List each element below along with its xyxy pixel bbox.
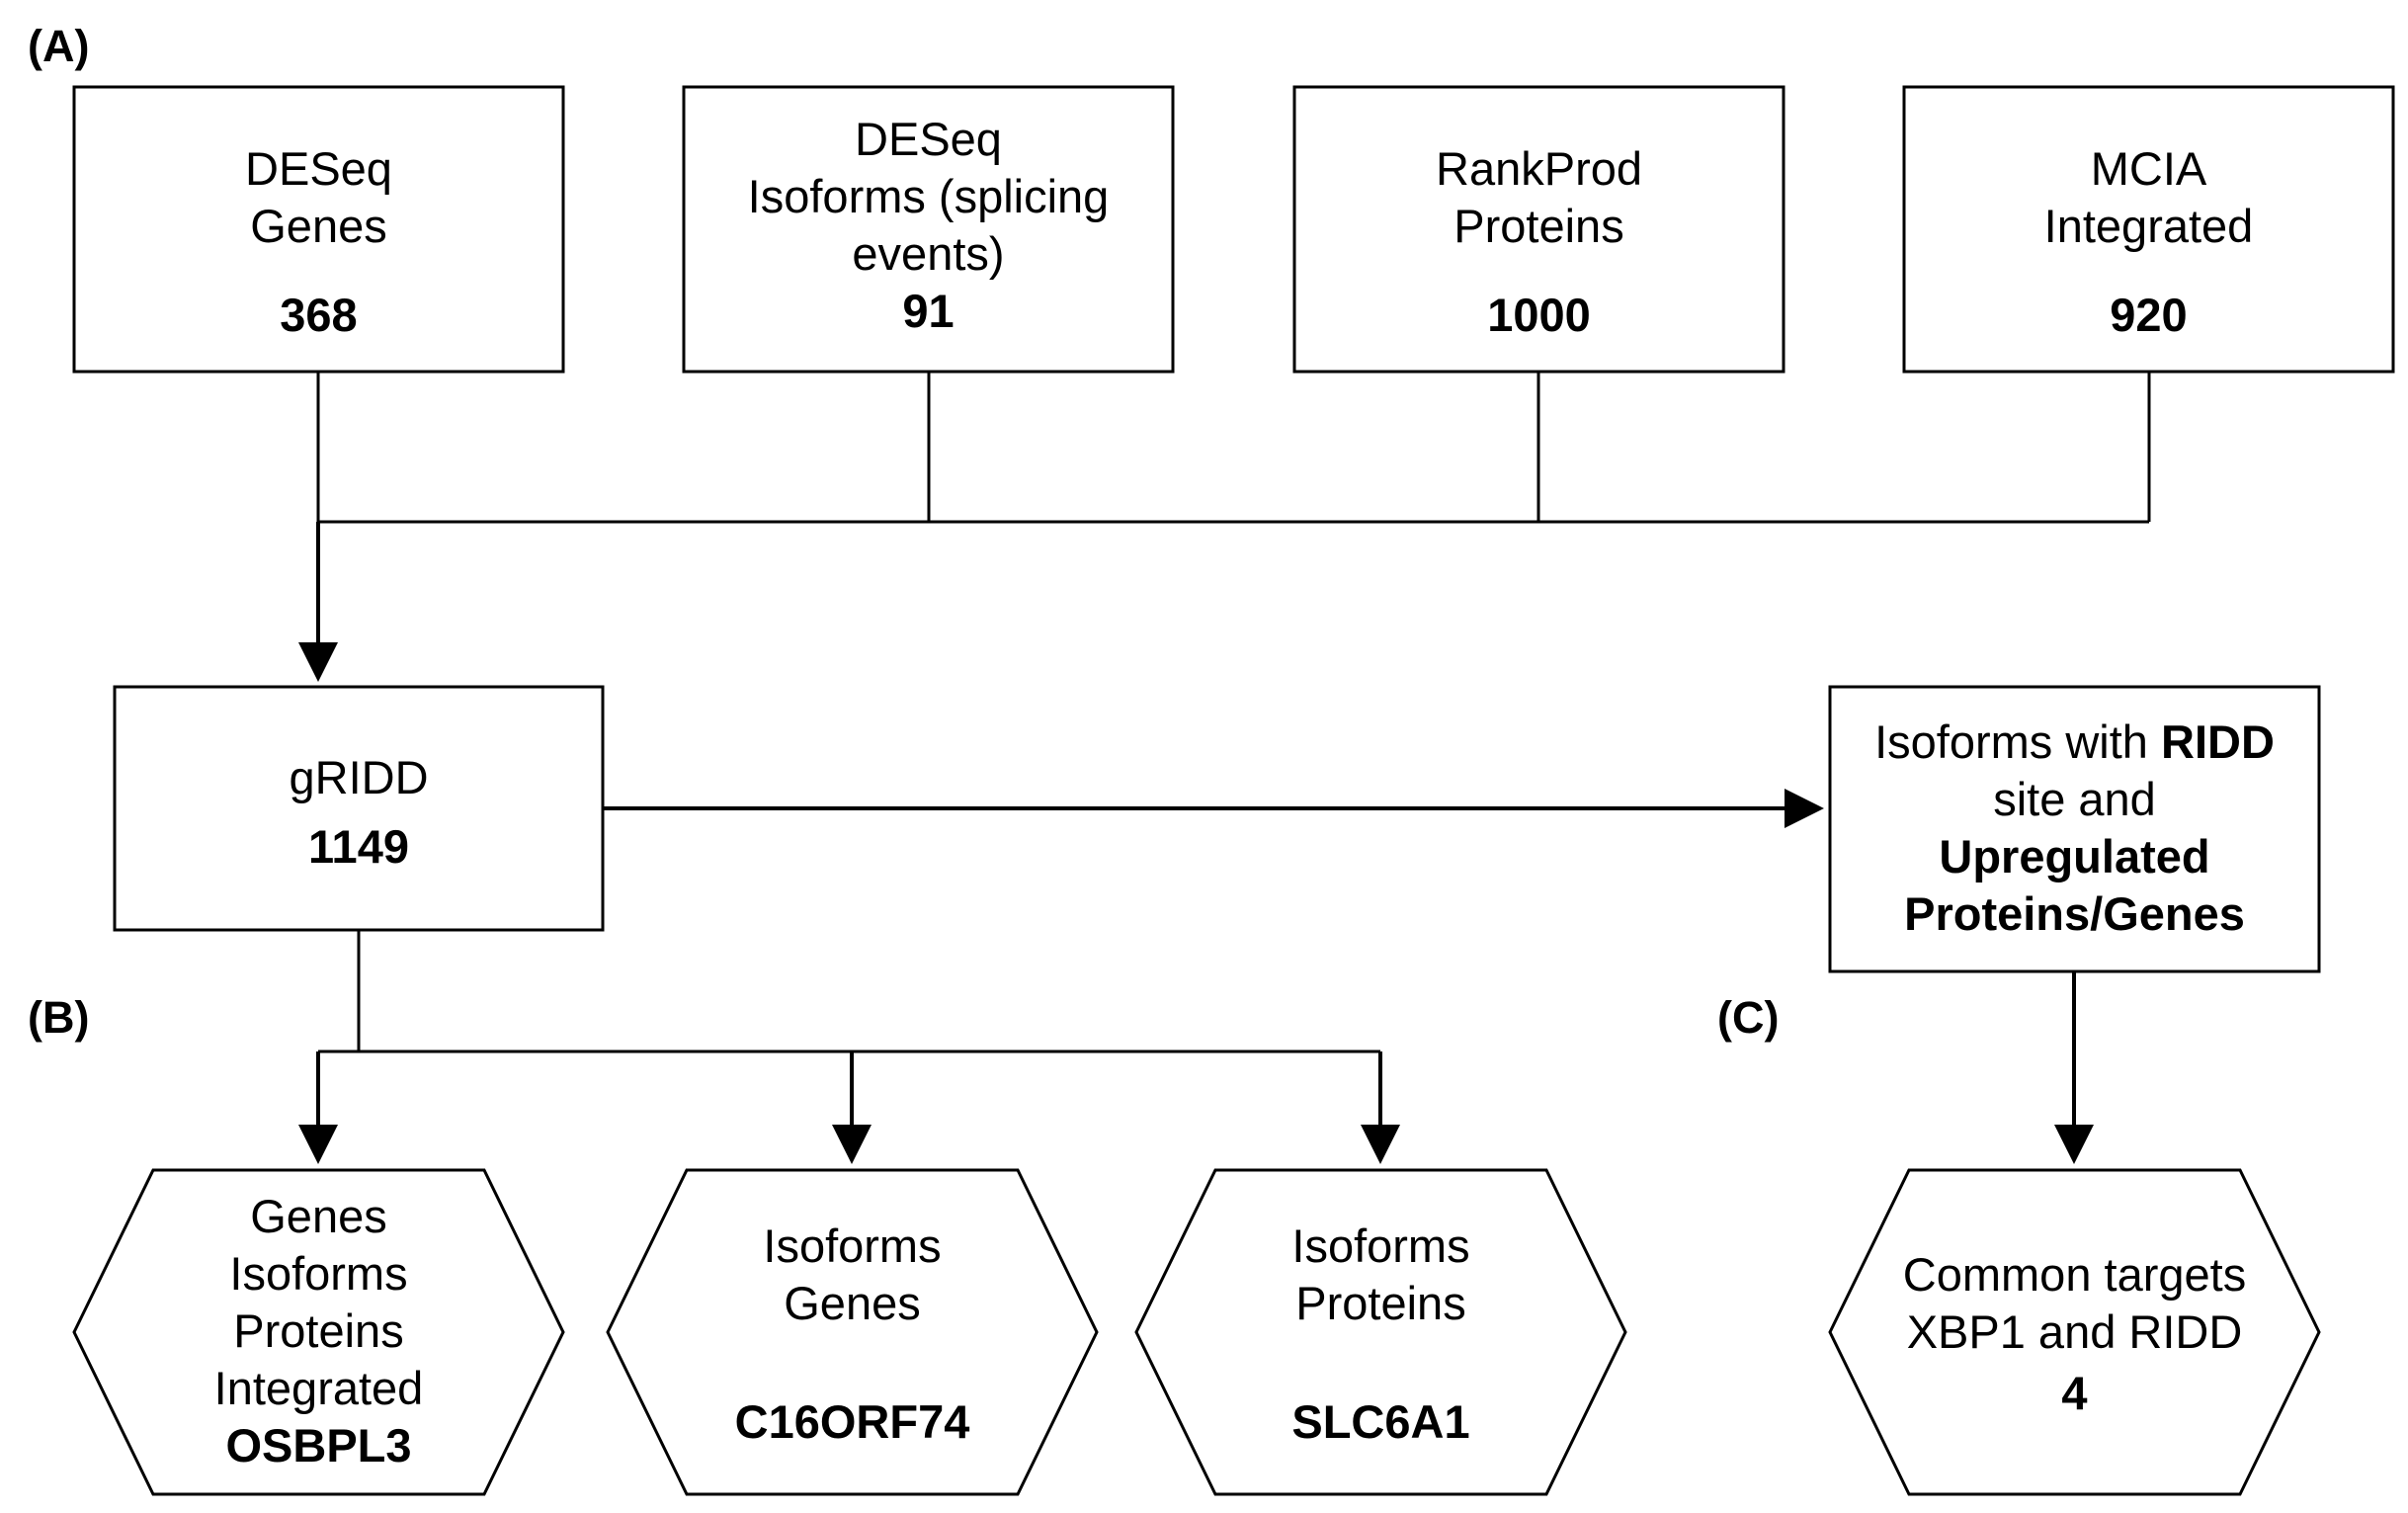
hexagon-osbpl3	[72, 1168, 565, 1496]
hexagon-slc6a1	[1134, 1168, 1627, 1496]
ridd-box-label: Isoforms with RIDD site and Upregulated …	[1830, 714, 2319, 943]
source-name-line: RankProd	[1436, 142, 1642, 195]
section-label-a: (A)	[28, 21, 90, 71]
source-box-deseq-genes	[72, 85, 565, 374]
hexagon-label-c16orf74: Isoforms Genes C16ORF74	[608, 1218, 1097, 1451]
output-category-line: Isoforms	[763, 1219, 942, 1272]
gridd-count: 1149	[308, 820, 409, 873]
source-box-deseq-isoforms	[682, 85, 1175, 374]
section-label-c: (C)	[1717, 992, 1780, 1043]
output-category-line: Isoforms	[229, 1247, 408, 1300]
source-name-line: MCIA	[2090, 142, 2207, 195]
source-label-deseq-isoforms: DESeq Isoforms (splicing events) 91	[684, 111, 1173, 340]
ridd-box-line-1: Isoforms with RIDD	[1830, 714, 2319, 771]
section-label-b: (B)	[28, 992, 90, 1043]
source-box-rankprod-proteins	[1292, 85, 1785, 374]
source-label-deseq-genes: DESeq Genes 368	[74, 140, 563, 344]
source-type-line-2: events)	[852, 227, 1005, 280]
hexagon-label-osbpl3: Genes Isoforms Proteins Integrated OSBPL…	[74, 1188, 563, 1474]
source-count: 1000	[1487, 289, 1591, 341]
ridd-box-line-3: Upregulated	[1939, 830, 2210, 883]
source-count: 368	[280, 289, 358, 341]
output-category-line: XBP1 and RIDD	[1906, 1305, 2243, 1358]
output-category-line: Genes	[250, 1190, 387, 1242]
hexagon-common-targets	[1828, 1168, 2321, 1496]
hexagon-c16orf74	[606, 1168, 1099, 1496]
source-type-line: Integrated	[2043, 200, 2254, 252]
ridd-keyword: RIDD	[2161, 715, 2275, 768]
source-box-mcia-integrated	[1902, 85, 2395, 374]
source-count: 91	[902, 285, 955, 337]
output-category-line: Common targets	[1902, 1248, 2247, 1301]
source-label-rankprod-proteins: RankProd Proteins 1000	[1294, 140, 1784, 344]
source-type-line: Genes	[250, 200, 387, 252]
source-count: 920	[2110, 289, 2188, 341]
output-category-line: Proteins	[1295, 1277, 1466, 1329]
output-target: OSBPL3	[225, 1419, 412, 1471]
gridd-label: gRIDD 1149	[115, 749, 603, 876]
output-category-line: Integrated	[213, 1362, 424, 1414]
ridd-box-line-4: Proteins/Genes	[1904, 887, 2245, 940]
output-category-line: Isoforms	[1291, 1219, 1470, 1272]
output-category-line: Genes	[784, 1277, 921, 1329]
source-type-line: Isoforms (splicing	[747, 170, 1110, 222]
source-label-mcia-integrated: MCIA Integrated 920	[1904, 140, 2393, 344]
ridd-upregulated-box	[1828, 685, 2321, 973]
source-name-line: DESeq	[245, 142, 392, 195]
output-target: 4	[2061, 1367, 2088, 1419]
hexagon-label-slc6a1: Isoforms Proteins SLC6A1	[1136, 1218, 1625, 1451]
gridd-name: gRIDD	[289, 751, 429, 803]
source-type-line: Proteins	[1453, 200, 1624, 252]
gridd-box	[113, 685, 605, 932]
ridd-box-line-1-text: Isoforms with	[1874, 715, 2161, 768]
output-target: SLC6A1	[1291, 1395, 1470, 1448]
output-category-line: Proteins	[233, 1304, 404, 1357]
hexagon-label-common-targets: Common targets XBP1 and RIDD 4	[1830, 1246, 2319, 1422]
output-target: C16ORF74	[734, 1395, 970, 1448]
source-name-line: DESeq	[855, 113, 1002, 165]
ridd-box-line-2: site and	[1993, 773, 2156, 825]
